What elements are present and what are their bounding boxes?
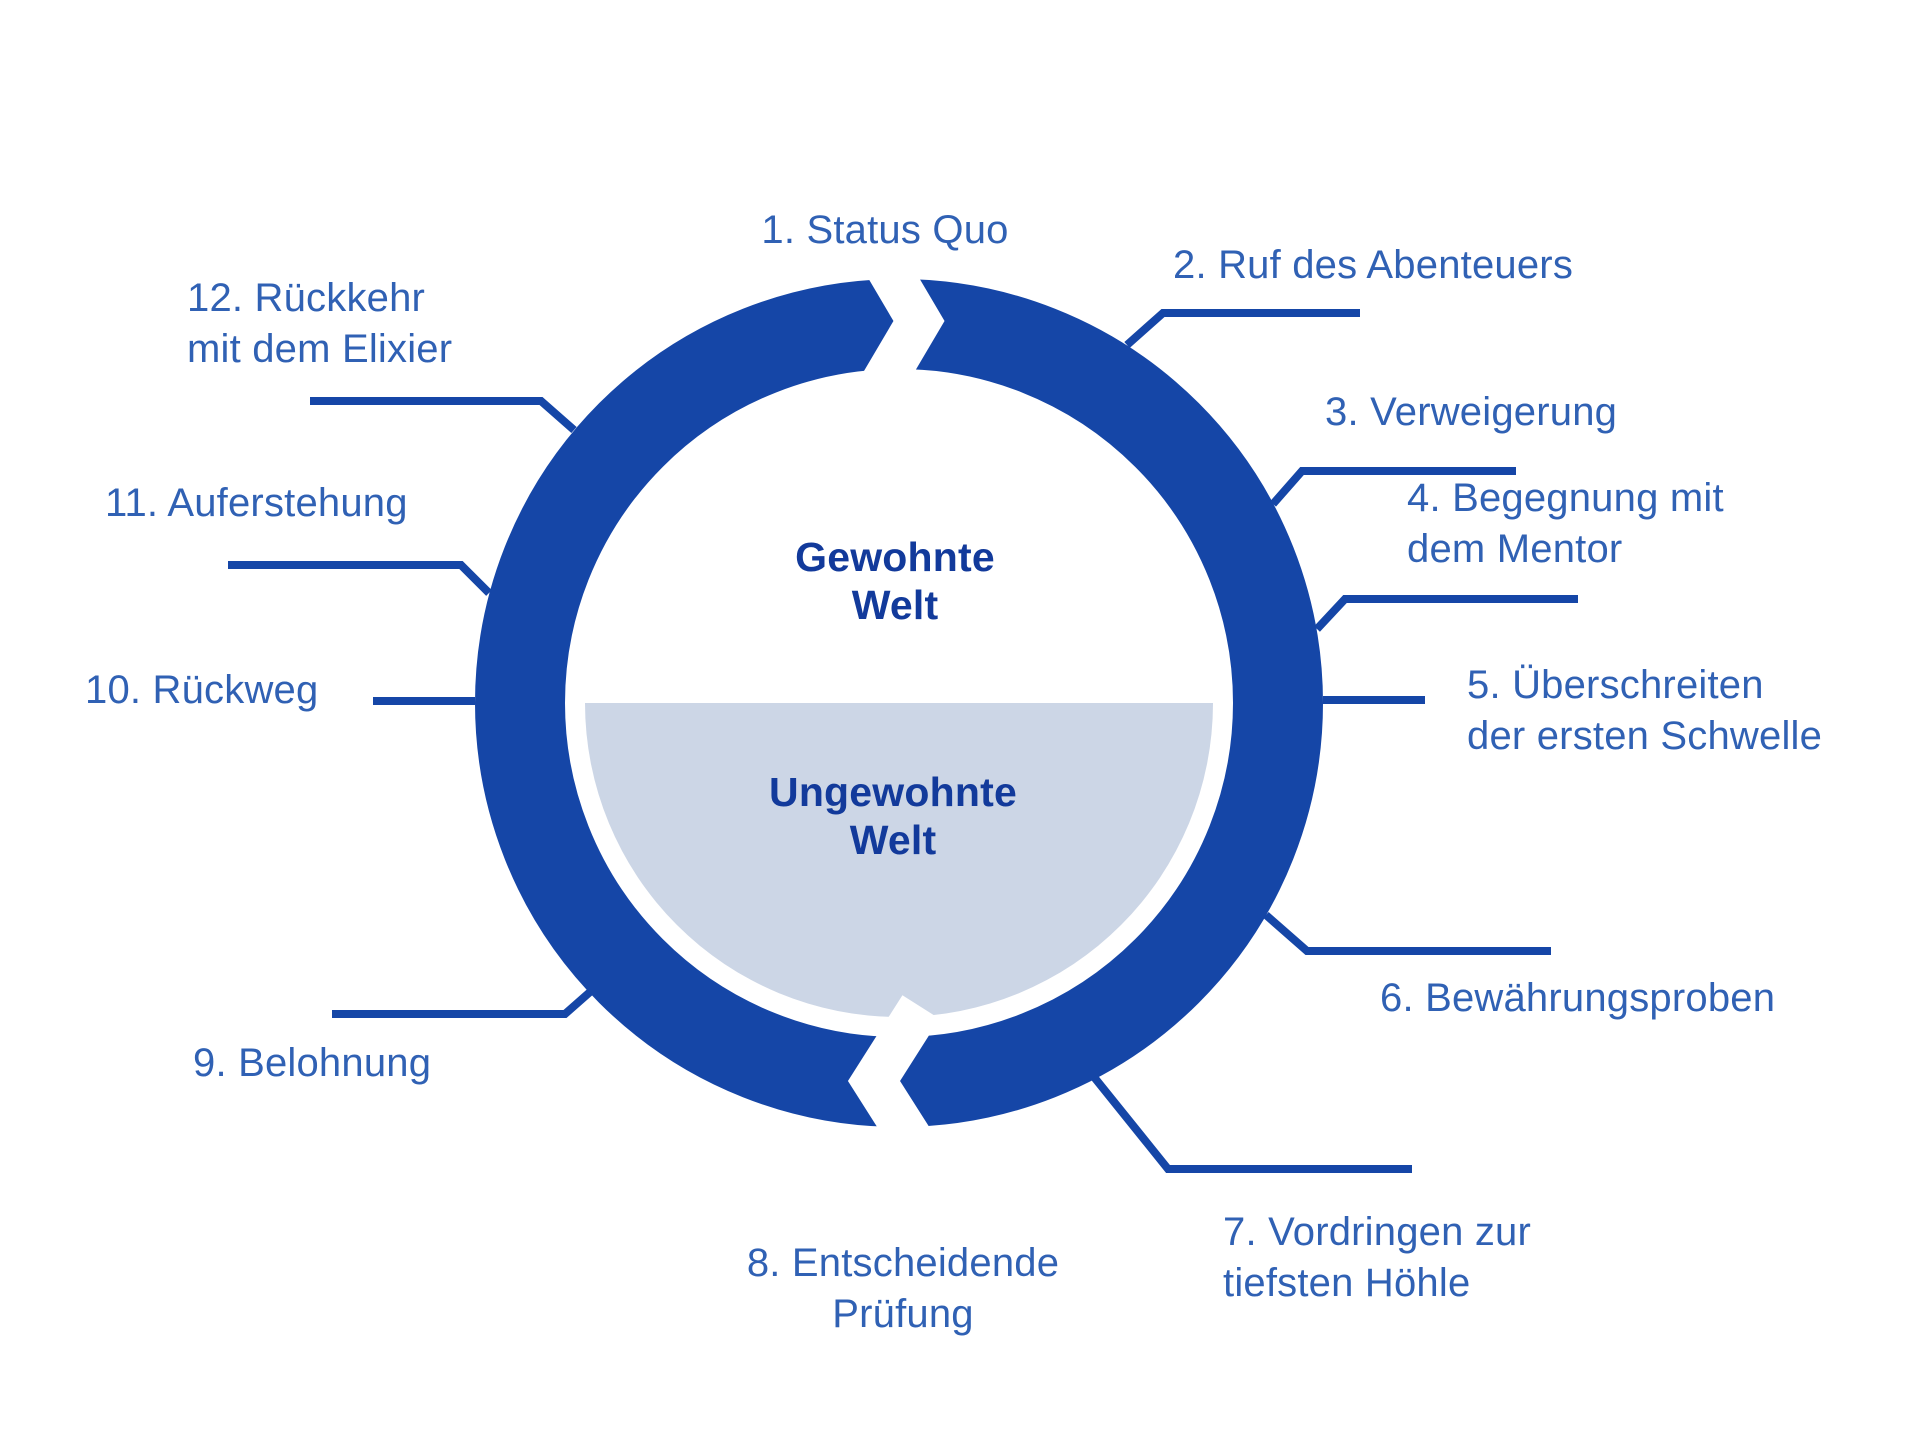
stage-label-3: 3. Verweigerung [1325, 390, 1618, 434]
stage-label-4: 4. Begegnung mit dem Mentor [1407, 476, 1724, 571]
connector-stage-4 [1314, 595, 1578, 632]
gap-arrow-bottom-icon [847, 995, 940, 1167]
stage-label-10: 10. Rückweg [85, 668, 319, 712]
gap-arrow-top-icon [854, 231, 945, 411]
stage-label-5: 5. Überschreiten der ersten Schwelle [1467, 663, 1823, 758]
unfamiliar-world-half-disc [585, 703, 1213, 1017]
connector-stage-9 [332, 988, 593, 1018]
connector-stage-7 [1090, 1074, 1412, 1173]
connector-stage-11 [228, 561, 492, 596]
stage-label-11: 11. Auferstehung [105, 481, 408, 525]
stage-label-7: 7. Vordringen zur tiefsten Höhle [1223, 1210, 1532, 1305]
stage-label-8: 8. Entscheidende Prüfung [746, 1241, 1060, 1336]
stage-label-2: 2. Ruf des Abenteuers [1173, 243, 1574, 287]
center-label-unfamiliar-world: Ungewohnte Welt [769, 769, 1017, 863]
connector-stage-3 [1269, 467, 1516, 507]
stage-label-1: 1. Status Quo [761, 208, 1009, 252]
center-label-familiar-world: Gewohnte Welt [795, 534, 995, 628]
connector-lines [228, 309, 1578, 1173]
stage-label-6: 6. Bewährungsproben [1380, 976, 1776, 1020]
stage-label-12: 12. Rückkehr mit dem Elixier [187, 276, 453, 371]
connector-stage-12 [310, 397, 577, 434]
connector-stage-6 [1263, 911, 1551, 955]
connector-stage-2 [1124, 309, 1360, 348]
stage-label-9: 9. Belohnung [193, 1041, 432, 1085]
